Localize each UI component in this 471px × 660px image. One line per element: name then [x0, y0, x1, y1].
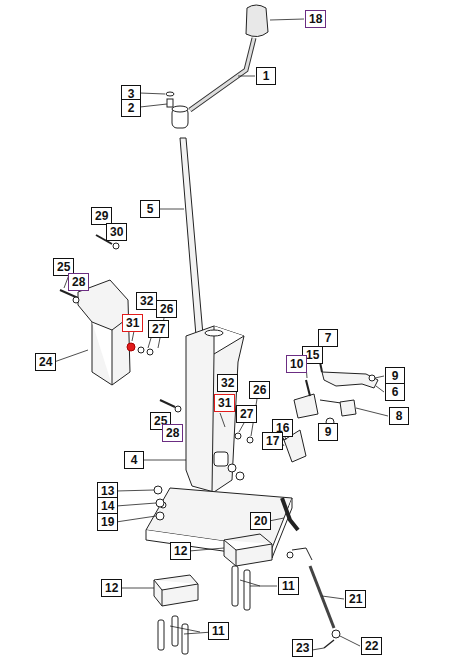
- callout-number: 8: [393, 409, 405, 423]
- callout-number: 4: [128, 453, 140, 467]
- callout-box: 10: [286, 355, 307, 373]
- callout-number: 31: [218, 396, 231, 410]
- callout-box: 6: [385, 383, 405, 401]
- callout-box: 12: [101, 579, 122, 597]
- callout-number: 31: [126, 316, 139, 330]
- callout-number: 5: [144, 202, 156, 216]
- callout-box: 27: [236, 405, 257, 423]
- callout-number: 25: [57, 260, 70, 274]
- callout-number: 2: [125, 101, 137, 115]
- callout-number: 12: [105, 581, 118, 595]
- callout-box: 31: [122, 314, 143, 332]
- callout-box: 8: [389, 407, 409, 425]
- callout-number: 19: [101, 515, 114, 529]
- callout-number: 1: [260, 69, 272, 83]
- callout-number: 30: [110, 225, 123, 239]
- callout-number: 32: [140, 294, 153, 308]
- callout-number: 26: [253, 383, 266, 397]
- callout-number: 32: [221, 376, 234, 390]
- callout-number: 18: [309, 12, 322, 26]
- callout-box: 28: [162, 424, 183, 442]
- callout-box: 19: [97, 513, 118, 531]
- callout-box: 27: [148, 320, 169, 338]
- callout-box: 32: [217, 374, 238, 392]
- callout-number: 23: [296, 641, 309, 655]
- callout-box: 4: [124, 451, 144, 469]
- callout-number: 9: [322, 425, 334, 439]
- callout-number: 15: [306, 348, 319, 362]
- callout-box: 11: [278, 577, 299, 595]
- callout-box: 17: [262, 432, 283, 450]
- callout-box: 22: [361, 637, 382, 655]
- callout-number: 22: [365, 639, 378, 653]
- callout-number: 28: [72, 275, 85, 289]
- callout-number: 6: [389, 385, 401, 399]
- callout-box: 28: [68, 273, 89, 291]
- callout-number: 24: [39, 355, 52, 369]
- callout-box: 26: [156, 300, 177, 318]
- callout-box: 31: [214, 394, 235, 412]
- callout-box: 20: [250, 512, 271, 530]
- callout-box: 23: [292, 639, 313, 657]
- callout-number: 11: [282, 579, 295, 593]
- callout-box: 2: [121, 99, 141, 117]
- callout-number: 20: [254, 514, 267, 528]
- callout-number: 14: [101, 499, 114, 513]
- callout-number: 10: [290, 357, 303, 371]
- callout-number: 11: [212, 624, 225, 638]
- callout-box: 26: [249, 381, 270, 399]
- callout-number: 9: [389, 369, 401, 383]
- callout-number: 17: [266, 434, 279, 448]
- callout-box: 24: [35, 353, 56, 371]
- callout-number: 21: [349, 592, 362, 606]
- callout-number: 27: [240, 407, 253, 421]
- callout-box: 30: [106, 223, 127, 241]
- callout-number: 29: [95, 209, 108, 223]
- callout-box: 18: [305, 10, 326, 28]
- callout-box: 21: [345, 590, 366, 608]
- callout-box: 11: [208, 622, 229, 640]
- callout-box: 1: [256, 67, 276, 85]
- callout-box: 9: [318, 423, 338, 441]
- callout-number: 26: [160, 302, 173, 316]
- callout-number: 28: [166, 426, 179, 440]
- callout-number: 13: [101, 484, 114, 498]
- callout-number: 12: [174, 544, 187, 558]
- callout-box: 32: [136, 292, 157, 310]
- callout-number: 7: [322, 331, 334, 345]
- callout-box: 7: [318, 329, 338, 347]
- callout-box: 5: [140, 200, 160, 218]
- callout-box: 12: [170, 542, 191, 560]
- callout-number: 27: [152, 322, 165, 336]
